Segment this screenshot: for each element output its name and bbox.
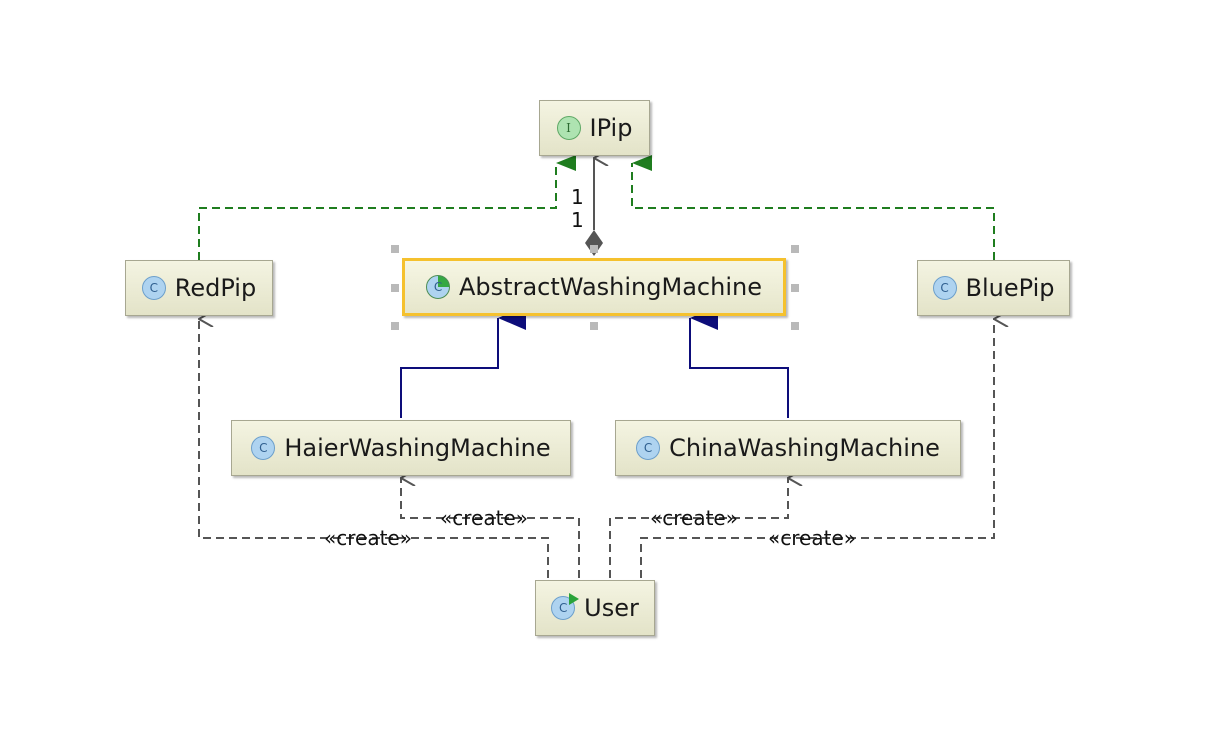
node-bluepip[interactable]: C BluePip	[917, 260, 1070, 316]
stereotype-create-label: «create»	[440, 506, 528, 530]
node-china-washing-machine[interactable]: C ChinaWashingMachine	[615, 420, 961, 476]
edge-user-creates-china[interactable]	[609, 478, 788, 578]
selection-handle[interactable]	[590, 322, 598, 330]
selection-handle[interactable]	[391, 284, 399, 292]
abstract-class-icon: C	[426, 275, 451, 299]
selection-handle[interactable]	[791, 322, 799, 330]
edge-china-extends-abstract[interactable]	[689, 306, 789, 418]
class-icon: C	[251, 436, 276, 460]
multiplicity-target-label: 1	[571, 185, 584, 209]
node-name: HaierWashingMachine	[284, 434, 551, 462]
node-abstract-washing-machine[interactable]: C AbstractWashingMachine	[402, 258, 786, 316]
edge-user-creates-redpip[interactable]	[198, 319, 549, 578]
selection-handle[interactable]	[791, 284, 799, 292]
node-redpip[interactable]: C RedPip	[125, 260, 273, 316]
node-haier-washing-machine[interactable]: C HaierWashingMachine	[231, 420, 571, 476]
multiplicity-source-label: 1	[571, 208, 584, 232]
selection-handle[interactable]	[391, 322, 399, 330]
selection-handle[interactable]	[391, 245, 399, 253]
node-name: IPip	[589, 114, 633, 142]
node-user[interactable]: C User	[535, 580, 655, 636]
class-icon: C	[141, 276, 166, 300]
node-name: RedPip	[174, 274, 257, 302]
class-icon: C	[932, 276, 957, 300]
run-indicator-icon	[569, 593, 580, 605]
selection-handle[interactable]	[590, 245, 598, 253]
interface-icon: I	[556, 116, 581, 140]
stereotype-create-label: «create»	[650, 506, 738, 530]
node-name: User	[584, 594, 639, 622]
node-name: ChinaWashingMachine	[669, 434, 940, 462]
edge-bluepip-realizes-ipip[interactable]	[631, 155, 995, 260]
node-name: BluePip	[965, 274, 1055, 302]
edge-redpip-realizes-ipip[interactable]	[198, 155, 576, 260]
node-name: AbstractWashingMachine	[459, 273, 762, 301]
runnable-class-icon: C	[551, 593, 580, 620]
edge-user-creates-bluepip[interactable]	[640, 319, 994, 578]
stereotype-create-label: «create»	[324, 526, 412, 550]
edge-user-creates-haier[interactable]	[400, 478, 580, 578]
class-icon: C	[636, 436, 661, 460]
node-ipip[interactable]: I IPip	[539, 100, 650, 156]
stereotype-create-label: «create»	[768, 526, 856, 550]
composition-diamond	[585, 230, 603, 256]
selection-handle[interactable]	[791, 245, 799, 253]
edge-haier-extends-abstract[interactable]	[400, 306, 526, 418]
